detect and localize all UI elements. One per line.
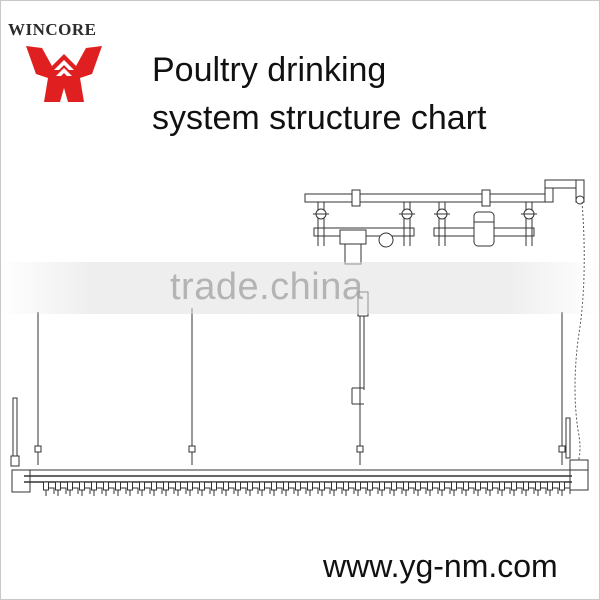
nipple-drinker <box>343 481 355 496</box>
nipple-drinker <box>55 481 67 496</box>
nipple-drinker <box>295 481 307 496</box>
nipple-drinker <box>487 481 499 496</box>
flexible-hose <box>574 201 585 463</box>
nipple-drinker <box>127 481 139 496</box>
water-line <box>24 469 572 483</box>
nipple-drinker <box>475 481 487 496</box>
nipple-drinker <box>67 481 79 496</box>
nipple-drinker <box>523 481 535 496</box>
nipple-drinker <box>331 481 343 496</box>
right-end-regulator <box>565 417 589 491</box>
drop-pipe <box>351 291 369 465</box>
watermark-band <box>0 262 600 314</box>
nipple-drinker <box>415 481 427 496</box>
nipple-drinker <box>559 481 571 496</box>
nipple-drinker <box>271 481 283 496</box>
left-end-assembly <box>10 397 31 493</box>
brand-name: WINCORE <box>8 20 97 39</box>
nipple-drinker <box>211 481 223 496</box>
nipple-drinker <box>283 481 295 496</box>
nipple-drinker <box>163 481 175 496</box>
nipple-drinker <box>79 481 91 496</box>
website-url: www.yg-nm.com <box>323 548 558 584</box>
nipple-drinker <box>439 481 451 496</box>
suspension-cables <box>34 308 566 465</box>
wincore-logo <box>22 40 106 113</box>
nipple-drinker <box>223 481 235 496</box>
nipple-drinker <box>547 481 559 496</box>
title-line-2: system structure chart <box>152 99 487 137</box>
nipple-drinker <box>103 481 115 496</box>
nipple-drinker <box>115 481 127 496</box>
nipple-drinker <box>403 481 415 496</box>
nipple-drinker <box>379 481 391 496</box>
nipple-drinker <box>535 481 547 496</box>
nipple-drinker <box>139 481 151 496</box>
watermark: trade.china <box>170 266 364 308</box>
chart-title: Poultry drinking system structure chart <box>152 46 572 142</box>
nipple-drinker <box>511 481 523 496</box>
nipple-drinker <box>175 481 187 496</box>
title-line-1: Poultry drinking <box>152 51 387 89</box>
nipple-drinker <box>91 481 103 496</box>
filter-and-medicator <box>339 211 495 265</box>
nipple-drinker <box>307 481 319 496</box>
nipple-drinker <box>187 481 199 496</box>
nipple-drinkers <box>43 481 571 496</box>
nipple-drinker <box>427 481 439 496</box>
nipple-drinker <box>463 481 475 496</box>
nipple-drinker <box>451 481 463 496</box>
nipple-drinker <box>499 481 511 496</box>
nipple-drinker <box>355 481 367 496</box>
nipple-drinker <box>247 481 259 496</box>
nipple-drinker <box>391 481 403 496</box>
nipple-drinker <box>319 481 331 496</box>
nipple-drinker <box>43 481 55 496</box>
nipple-drinker <box>367 481 379 496</box>
nipple-drinker <box>151 481 163 496</box>
nipple-drinker <box>259 481 271 496</box>
valves <box>313 189 585 220</box>
nipple-drinker <box>235 481 247 496</box>
nipple-drinker <box>199 481 211 496</box>
